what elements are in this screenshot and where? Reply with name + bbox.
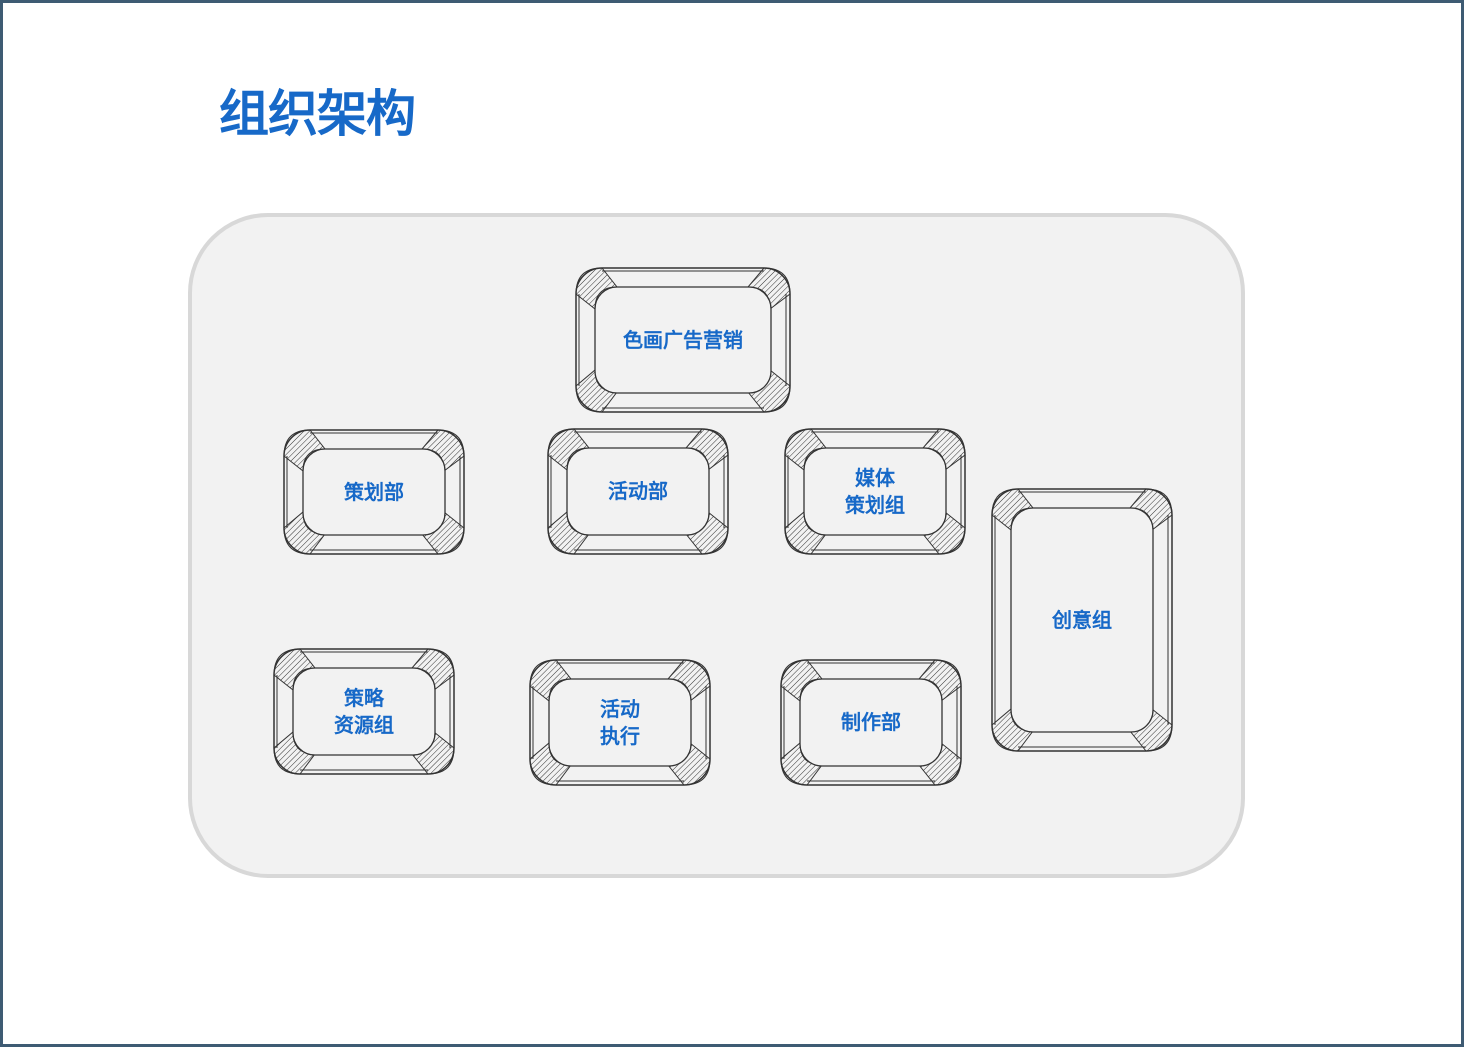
slide-title: 组织架构 bbox=[219, 85, 416, 143]
node-label: 策划部 bbox=[344, 479, 404, 504]
node-label: 创意组 bbox=[1052, 607, 1112, 632]
node-execution: 活动 执行 bbox=[529, 659, 711, 786]
node-strategy: 策略 资源组 bbox=[273, 648, 455, 775]
node-label: 策略 资源组 bbox=[334, 685, 394, 737]
node-label: 活动 执行 bbox=[600, 696, 640, 748]
node-label: 活动部 bbox=[608, 479, 668, 503]
node-box bbox=[784, 428, 966, 555]
node-box bbox=[991, 488, 1173, 752]
node-root: 色画广告营销 bbox=[575, 267, 791, 413]
node-planning: 策划部 bbox=[283, 429, 465, 555]
node-box bbox=[273, 648, 455, 775]
node-creative: 创意组 bbox=[991, 488, 1173, 752]
node-media: 媒体 策划组 bbox=[784, 428, 966, 555]
node-box bbox=[575, 267, 791, 413]
node-box bbox=[780, 659, 962, 786]
node-box bbox=[283, 429, 465, 555]
node-box bbox=[547, 428, 729, 555]
node-label: 媒体 策划组 bbox=[845, 465, 905, 517]
node-production: 制作部 bbox=[780, 659, 962, 786]
node-label: 色画广告营销 bbox=[623, 327, 743, 352]
node-events: 活动部 bbox=[547, 428, 729, 555]
node-label: 制作部 bbox=[841, 710, 901, 734]
node-box bbox=[529, 659, 711, 786]
